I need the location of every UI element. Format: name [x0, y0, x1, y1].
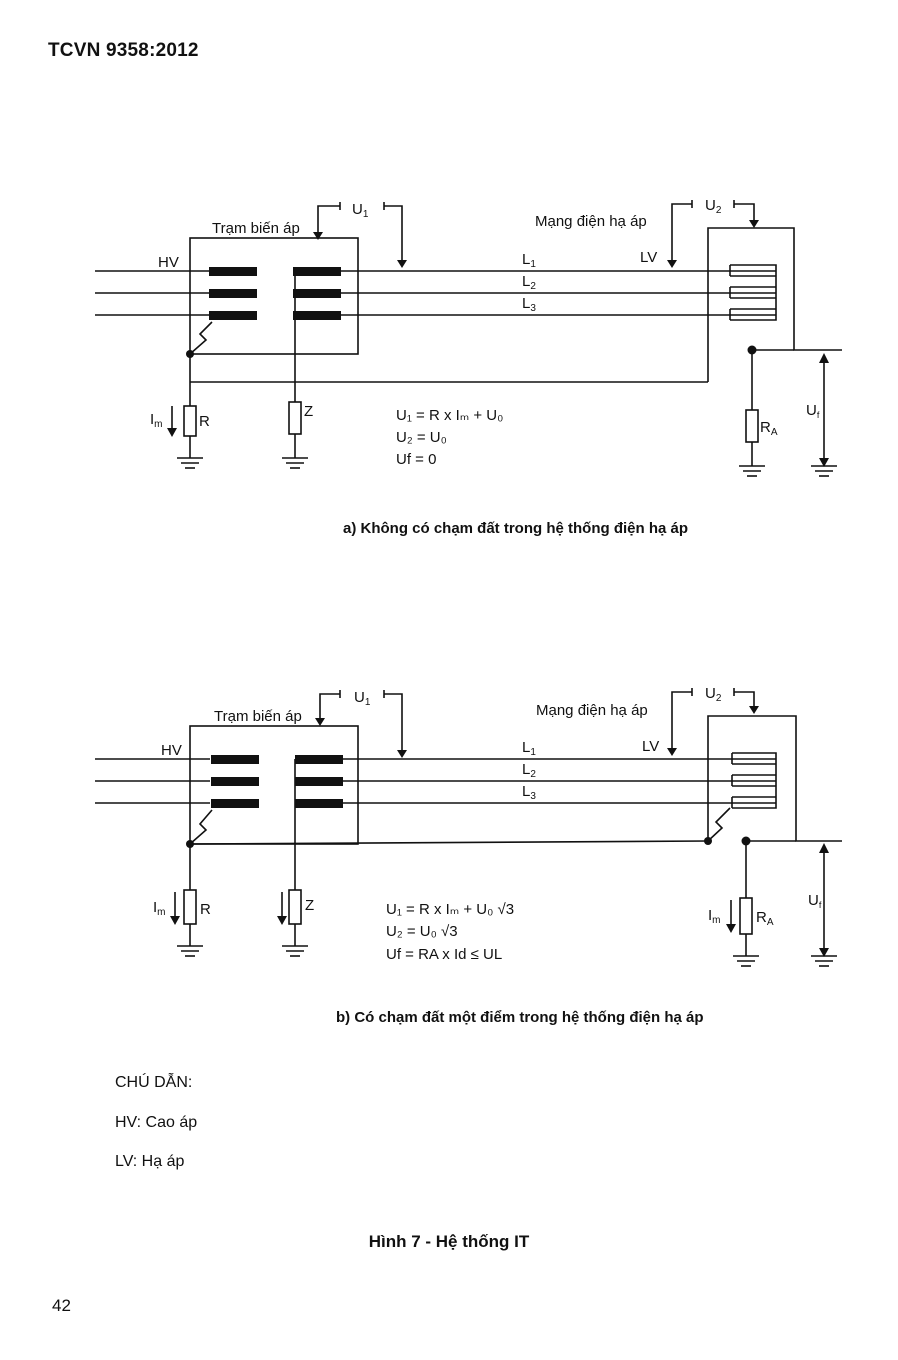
r-label: R — [200, 901, 211, 918]
equation-3: Uf = 0 — [396, 451, 436, 468]
diagram-b: Trạm biến áp Mạng điện hạ áp HV LV U1 U2… — [95, 685, 842, 967]
caption-a: a) Không có chạm đất trong hệ thống điện… — [343, 520, 688, 537]
l1-label: L1 — [522, 251, 536, 270]
legend-hv: HV: Cao áp — [115, 1114, 198, 1131]
legend-title: CHÚ DẪN: — [115, 1074, 193, 1091]
uf-label: Uf — [808, 892, 822, 910]
u1-label: U1 — [354, 689, 371, 708]
hv-label: HV — [161, 742, 182, 759]
page-number: 42 — [52, 1296, 71, 1315]
u2-label: U2 — [705, 197, 722, 216]
substation-label: Trạm biến áp — [212, 220, 300, 237]
ra-label: RA — [760, 419, 778, 438]
l3-label: L3 — [522, 295, 536, 314]
equation-1: U₁ = R x Iₘ + U₀ √3 — [386, 901, 514, 918]
z-label: Z — [305, 897, 314, 914]
figure-title: Hình 7 - Hệ thống IT — [368, 1232, 530, 1251]
legend-lv: LV: Hạ áp — [115, 1153, 185, 1170]
substation-label: Trạm biến áp — [214, 708, 302, 725]
lv-label: LV — [642, 738, 659, 755]
diagram-a: Trạm biến áp Mạng điện hạ áp HV LV U1 U2… — [95, 197, 842, 477]
lv-network-label: Mạng điện hạ áp — [536, 702, 648, 719]
document-code: TCVN 9358:2012 — [48, 40, 199, 61]
l2-label: L2 — [522, 761, 536, 780]
ra-label: RA — [756, 909, 774, 928]
r-label: R — [199, 413, 210, 430]
hv-label: HV — [158, 254, 179, 271]
equation-2: U₂ = U₀ — [396, 429, 447, 446]
uf-label: Uf — [806, 402, 820, 420]
lv-label: LV — [640, 249, 657, 266]
u1-label: U1 — [352, 201, 369, 220]
l3-label: L3 — [522, 783, 536, 802]
z-label: Z — [304, 403, 313, 420]
equation-2: U₂ = U₀ √3 — [386, 923, 458, 940]
caption-b: b) Có chạm đất một điểm trong hệ thống đ… — [336, 1009, 704, 1026]
im-label-load: Im — [708, 907, 721, 926]
u2-label: U2 — [705, 685, 722, 704]
lv-network-label: Mạng điện hạ áp — [535, 213, 647, 230]
l2-label: L2 — [522, 273, 536, 292]
equation-1: U₁ = R x Iₘ + U₀ — [396, 407, 503, 424]
im-label: Im — [150, 411, 163, 430]
l1-label: L1 — [522, 739, 536, 758]
equation-3: Uf = RA x Id ≤ UL — [386, 946, 502, 963]
im-label: Im — [153, 899, 166, 918]
substation-box — [189, 237, 359, 355]
